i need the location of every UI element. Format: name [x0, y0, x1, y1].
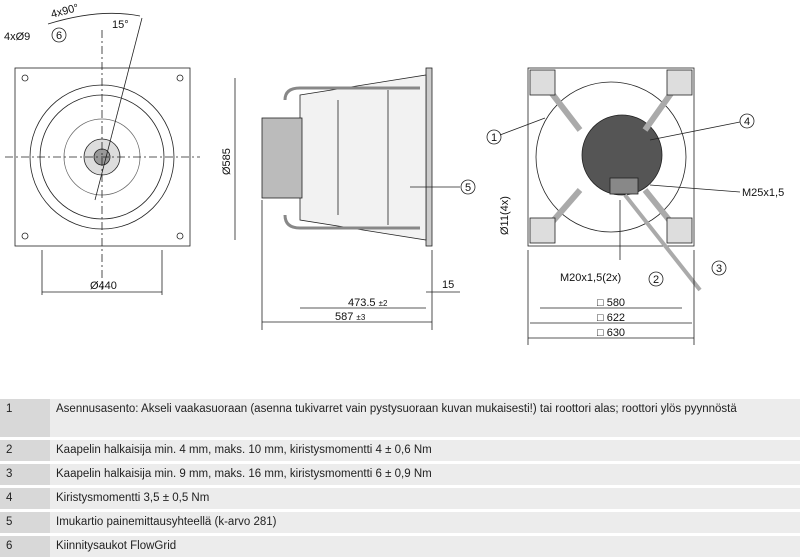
- depth-inner-tol: ±2: [379, 299, 388, 308]
- callout-1: 1: [491, 132, 497, 144]
- note-text: Kiinnitysaukot FlowGrid: [50, 536, 800, 557]
- depth-total: 587: [335, 311, 353, 323]
- flange-label: 15: [442, 279, 454, 291]
- note-number: 3: [0, 464, 50, 485]
- thread-small: M20x1,5(2x): [560, 272, 621, 284]
- depth-inner: 473.5: [348, 297, 376, 309]
- note-number: 2: [0, 440, 50, 461]
- dim-622: □ 622: [597, 312, 625, 324]
- rear-view: 1 4 2 3 M25x1,5 M20x1,5(2x) Ø11(4x) □ 58…: [486, 67, 784, 345]
- holes-label-rear: Ø11(4x): [499, 196, 511, 235]
- front-view: 4x90° 15° 4xØ9 6 Ø440: [4, 2, 200, 295]
- note-text: Kaapelin halkaisija min. 4 mm, maks. 10 …: [50, 440, 800, 461]
- callout-5: 5: [465, 182, 471, 194]
- note-number: 4: [0, 488, 50, 509]
- dim-580: □ 580: [597, 297, 625, 309]
- note-number: 6: [0, 536, 50, 557]
- dim-630: □ 630: [597, 327, 625, 339]
- note-number: 5: [0, 512, 50, 533]
- depth-total-tol: ±3: [356, 313, 365, 322]
- callout-2: 2: [653, 274, 659, 286]
- thread-large: M25x1,5: [742, 187, 784, 199]
- technical-drawing: 4x90° 15° 4xØ9 6 Ø440 Ø585 5 473.5 ±2 58…: [4, 2, 784, 345]
- angle-label: 15°: [112, 19, 129, 31]
- diameter-label: Ø440: [90, 280, 117, 292]
- note-text: Imukartio painemittausyhteellä (k-arvo 2…: [50, 512, 800, 533]
- svg-text:473.5 ±2: 473.5 ±2: [348, 297, 388, 309]
- height-label: Ø585: [221, 148, 233, 175]
- note-text: Asennusasento: Akseli vaakasuoraan (asen…: [50, 399, 800, 437]
- side-view: Ø585 5 473.5 ±2 587 ±3 15: [221, 67, 476, 330]
- note-text: Kaapelin halkaisija min. 9 mm, maks. 16 …: [50, 464, 800, 485]
- svg-text:587 ±3: 587 ±3: [335, 311, 366, 323]
- holes-label: 4xØ9: [4, 31, 30, 43]
- callout-3: 3: [716, 263, 722, 275]
- note-text: Kiristysmomentti 3,5 ± 0,5 Nm: [50, 488, 800, 509]
- callout-6: 6: [56, 30, 62, 42]
- callout-4: 4: [744, 116, 750, 128]
- note-number: 1: [0, 399, 50, 437]
- angle-repeat-label: 4x90°: [50, 2, 80, 21]
